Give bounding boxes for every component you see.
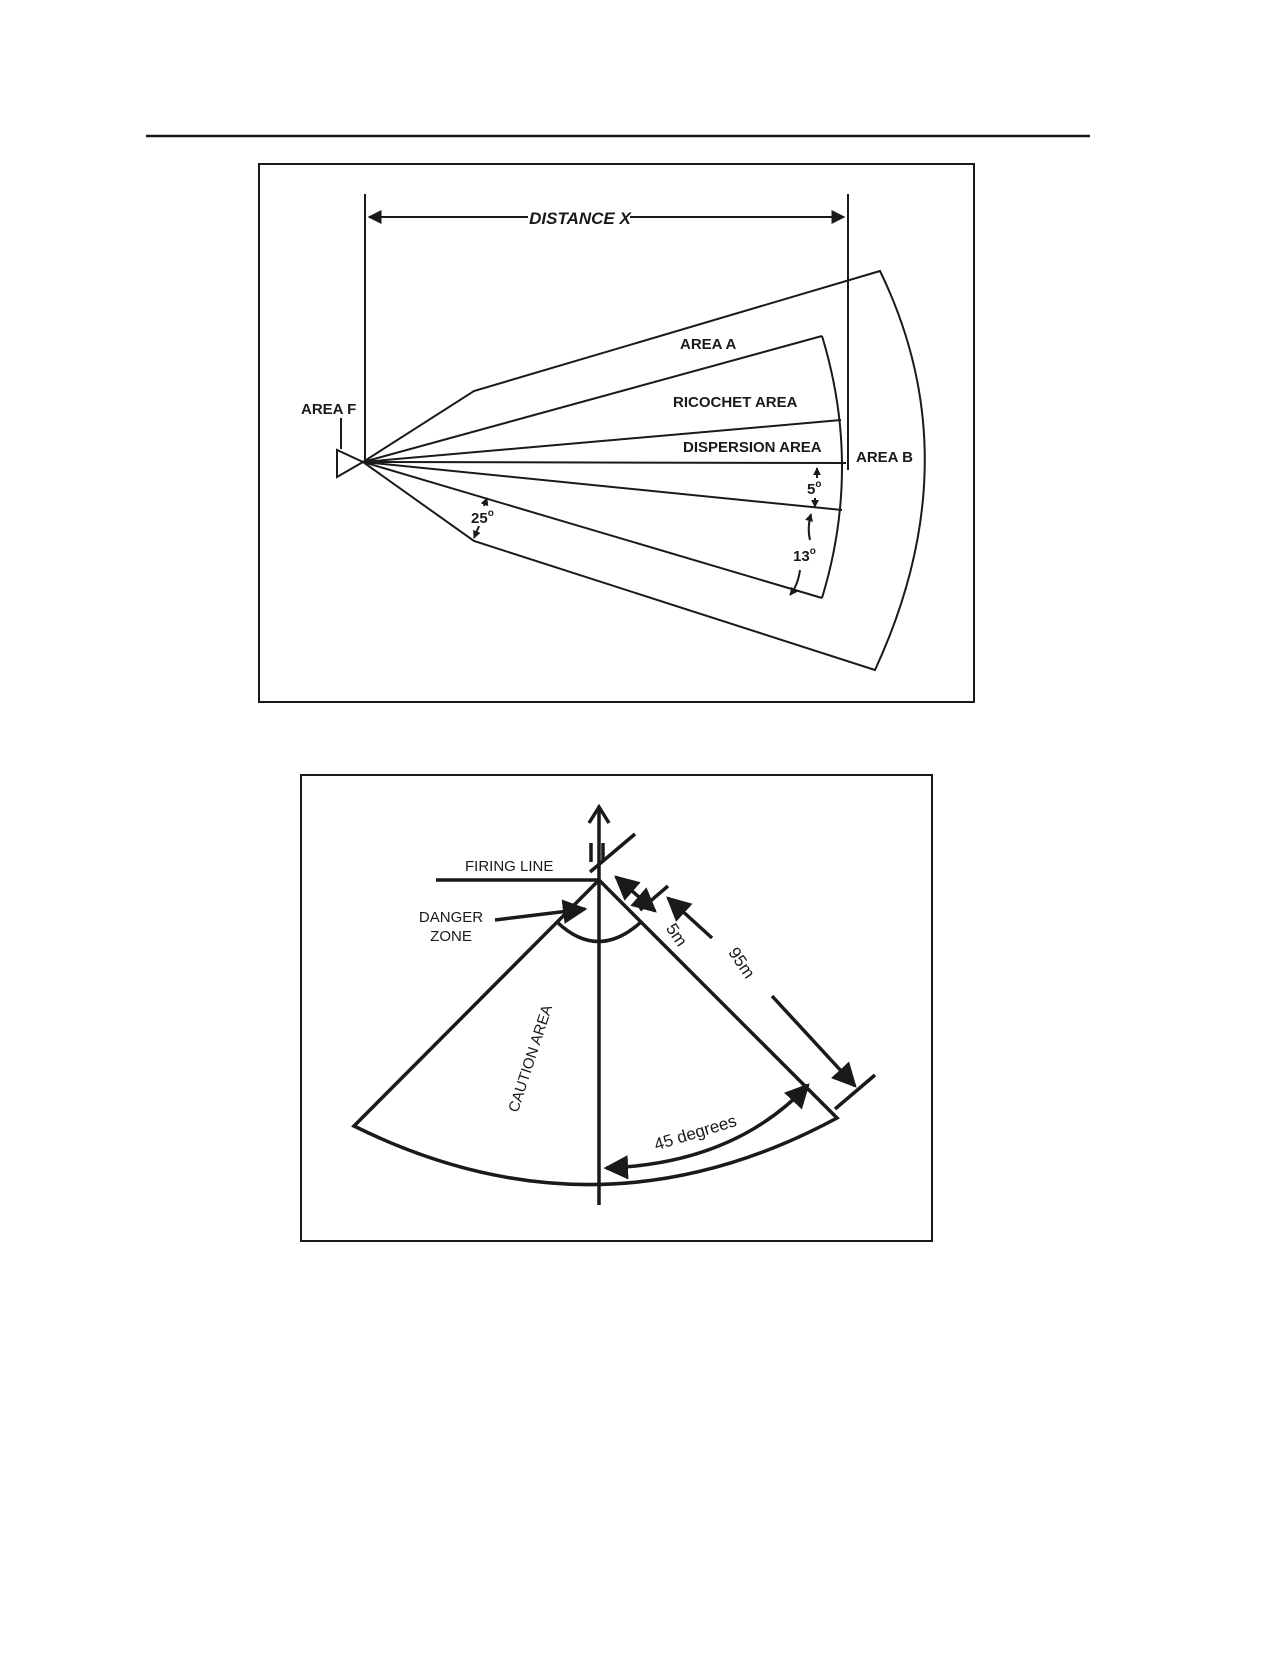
dim-tick-origin [588, 832, 637, 874]
angle-13-label: 13o [793, 546, 816, 565]
dim-5m-arrow [614, 875, 657, 913]
danger-zone-arc [555, 920, 643, 944]
area-a-upper-ray [362, 335, 823, 463]
angle-5-label: 5o [807, 479, 821, 498]
dispersion-center-ray [362, 461, 847, 464]
dim-95m-arrow-start [666, 896, 714, 940]
area-f-label: AREA F [301, 401, 356, 418]
area-f-shape [336, 448, 366, 479]
area-a-label: AREA A [680, 336, 737, 353]
angle-25-arrow-down [473, 525, 481, 539]
area-b-boundary [361, 269, 926, 672]
dim-95m-arrow-end [770, 994, 857, 1088]
angle-45-label: 45 degrees [652, 1111, 739, 1154]
figure1-frame [258, 163, 975, 703]
angle-13-arc-upper [805, 513, 813, 541]
ricochet-upper-ray [362, 419, 842, 463]
figure-caution-area: FIRING LINE DANGER ZONE CAUTION AREA 5m … [300, 774, 933, 1242]
firing-line-label: FIRING LINE [465, 858, 553, 875]
dim-tick-end [833, 1073, 877, 1111]
distance-x-label: DISTANCE X [529, 209, 632, 228]
angle-25-label: 25o [471, 508, 494, 527]
area-a-lower-ray [362, 461, 823, 599]
danger-zone-label-line2: ZONE [430, 928, 472, 945]
direction-arrow-head [587, 803, 611, 824]
area-a-arc [821, 335, 843, 599]
figure-surface-danger-zone: DISTANCE X AREA F AREA A RICOCHET AREA D… [258, 163, 975, 703]
dim-95m-label: 95m [724, 944, 758, 982]
dispersion-area-label: DISPERSION AREA [683, 439, 822, 456]
danger-zone-pointer [494, 899, 588, 924]
angle-13-arc-lower [789, 569, 801, 596]
danger-zone-label-line1: DANGER [419, 909, 483, 926]
dispersion-lower-ray [362, 461, 843, 511]
dim-tick-5m [638, 884, 670, 912]
area-b-label: AREA B [856, 449, 913, 466]
angle-45-arc [603, 1083, 810, 1180]
ricochet-area-label: RICOCHET AREA [673, 394, 798, 411]
figure2-frame [300, 774, 933, 1242]
caution-area-label: CAUTION AREA [505, 1003, 556, 1114]
angle-25-arrow-up [480, 497, 489, 507]
